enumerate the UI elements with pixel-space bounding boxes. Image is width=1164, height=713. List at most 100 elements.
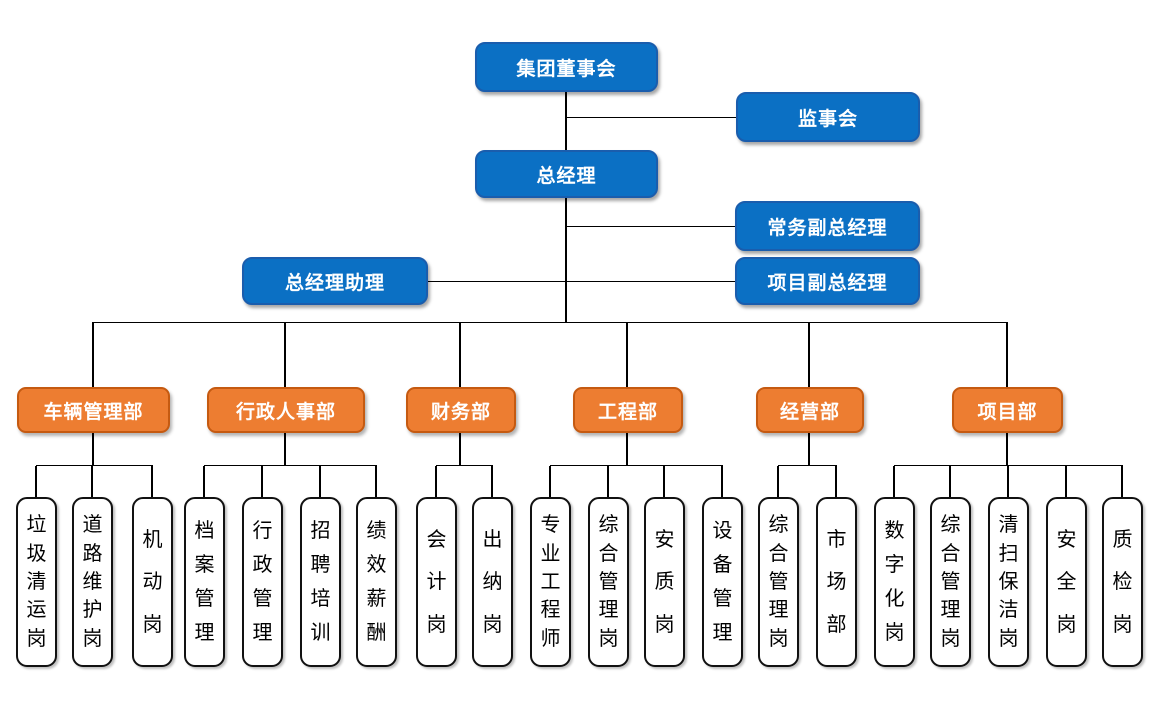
connector-line bbox=[204, 465, 377, 467]
pos-recruit-training-char: 培 bbox=[310, 588, 331, 610]
connector-line bbox=[375, 466, 377, 497]
board-of-directors: 集团董事会 bbox=[475, 42, 658, 92]
board-of-directors-label: 集团董事会 bbox=[516, 58, 617, 80]
connector-line bbox=[284, 322, 286, 387]
pos-digitalization: 数字化岗 bbox=[874, 497, 915, 667]
connector-line bbox=[459, 433, 461, 466]
pos-equipment-mgmt-char: 理 bbox=[712, 622, 733, 644]
connector-line bbox=[626, 322, 628, 387]
gm-assistant-label: 总经理助理 bbox=[284, 272, 385, 294]
pos-recruit-training: 招聘培训 bbox=[300, 497, 341, 667]
pos-archives-mgmt: 档案管理 bbox=[184, 497, 225, 667]
pos-archives-mgmt-char: 理 bbox=[194, 622, 215, 644]
pos-equipment-mgmt-char: 设 bbox=[712, 520, 733, 542]
pos-equipment-mgmt-char: 管 bbox=[712, 588, 733, 610]
pos-safety-quality-char: 安 bbox=[654, 528, 675, 551]
pos-garbage-collection-char: 清 bbox=[26, 570, 47, 593]
pos-ops-general-mgmt-char: 理 bbox=[768, 599, 789, 622]
pos-ops-general-mgmt: 综合管理岗 bbox=[758, 497, 799, 667]
pos-admin-mgmt-char: 管 bbox=[252, 588, 273, 610]
connector-line bbox=[151, 466, 153, 497]
pos-safety-quality: 安质岗 bbox=[644, 497, 685, 667]
pos-road-maintenance-char: 道 bbox=[82, 514, 103, 537]
connector-line bbox=[261, 466, 263, 497]
pos-proj-general-mgmt-char: 综 bbox=[940, 514, 961, 537]
connector-line bbox=[777, 466, 779, 497]
pos-proj-general-mgmt: 综合管理岗 bbox=[930, 497, 971, 667]
pos-proj-general-mgmt-char: 合 bbox=[940, 542, 961, 565]
pos-archives-mgmt-char: 档 bbox=[194, 520, 215, 542]
pos-cleaning-char: 洁 bbox=[998, 599, 1019, 622]
pos-eng-general-mgmt-char: 管 bbox=[598, 570, 619, 593]
connector-line bbox=[567, 226, 735, 228]
pos-mobile-char: 岗 bbox=[142, 613, 163, 636]
pos-admin-mgmt-char: 政 bbox=[252, 554, 273, 576]
connector-line bbox=[949, 466, 951, 497]
pos-safety-char: 安 bbox=[1056, 528, 1077, 551]
project-deputy-gm: 项目副总经理 bbox=[735, 257, 920, 305]
pos-eng-general-mgmt-char: 理 bbox=[598, 599, 619, 622]
pos-garbage-collection-char: 岗 bbox=[26, 627, 47, 650]
pos-mobile: 机动岗 bbox=[132, 497, 173, 667]
pos-safety-char: 岗 bbox=[1056, 613, 1077, 636]
pos-admin-mgmt-char: 理 bbox=[252, 622, 273, 644]
pos-mobile-char: 动 bbox=[142, 571, 163, 593]
connector-line bbox=[607, 466, 609, 497]
connector-line bbox=[319, 466, 321, 497]
pos-market-char: 部 bbox=[826, 613, 847, 636]
pos-professional-engineer: 专业工程师 bbox=[530, 497, 571, 667]
pos-professional-engineer-char: 业 bbox=[540, 542, 561, 565]
pos-performance-comp-char: 薪 bbox=[366, 588, 387, 610]
pos-eng-general-mgmt-char: 合 bbox=[598, 542, 619, 565]
pos-accounting-char: 计 bbox=[426, 571, 447, 593]
connector-line bbox=[1006, 433, 1008, 466]
pos-ops-general-mgmt-char: 综 bbox=[768, 514, 789, 537]
connector-line bbox=[459, 322, 461, 387]
connector-line bbox=[894, 465, 1123, 467]
connector-line bbox=[491, 466, 493, 497]
dept-finance: 财务部 bbox=[406, 387, 516, 433]
pos-accounting-char: 会 bbox=[426, 528, 447, 551]
pos-quality-inspection-char: 岗 bbox=[1112, 613, 1133, 636]
pos-digitalization-char: 岗 bbox=[884, 622, 905, 644]
pos-safety-quality-char: 岗 bbox=[654, 613, 675, 636]
pos-safety: 安全岗 bbox=[1046, 497, 1087, 667]
pos-admin-mgmt: 行政管理 bbox=[242, 497, 283, 667]
pos-digitalization-char: 字 bbox=[884, 554, 905, 576]
connector-line bbox=[35, 466, 37, 497]
pos-eng-general-mgmt-char: 综 bbox=[598, 514, 619, 537]
pos-recruit-training-char: 训 bbox=[310, 622, 331, 644]
pos-equipment-mgmt: 设备管理 bbox=[702, 497, 743, 667]
project-deputy-gm-label: 项目副总经理 bbox=[767, 272, 888, 294]
connector-line bbox=[808, 433, 810, 466]
executive-deputy-gm: 常务副总经理 bbox=[735, 201, 920, 251]
pos-road-maintenance-char: 岗 bbox=[82, 627, 103, 650]
pos-cleaning-char: 清 bbox=[998, 514, 1019, 537]
connector-line bbox=[203, 466, 205, 497]
pos-road-maintenance: 道路维护岗 bbox=[72, 497, 113, 667]
pos-proj-general-mgmt-char: 管 bbox=[940, 570, 961, 593]
pos-eng-general-mgmt-char: 岗 bbox=[598, 627, 619, 650]
pos-admin-mgmt-char: 行 bbox=[252, 520, 273, 542]
pos-road-maintenance-char: 护 bbox=[82, 599, 103, 622]
dept-admin-hr: 行政人事部 bbox=[207, 387, 365, 433]
pos-recruit-training-char: 聘 bbox=[310, 554, 331, 576]
pos-cleaning: 清扫保洁岗 bbox=[988, 497, 1029, 667]
dept-vehicle-mgmt-label: 车辆管理部 bbox=[43, 401, 144, 423]
dept-vehicle-mgmt: 车辆管理部 bbox=[17, 387, 170, 433]
connector-line bbox=[1006, 322, 1008, 387]
dept-operations-label: 经营部 bbox=[779, 401, 840, 423]
pos-archives-mgmt-char: 管 bbox=[194, 588, 215, 610]
dept-finance-label: 财务部 bbox=[430, 401, 491, 423]
supervisory-board-label: 监事会 bbox=[797, 108, 858, 130]
pos-performance-comp-char: 酬 bbox=[366, 622, 387, 644]
pos-cashier-char: 纳 bbox=[482, 571, 503, 593]
pos-quality-inspection: 质检岗 bbox=[1102, 497, 1143, 667]
pos-cashier-char: 岗 bbox=[482, 613, 503, 636]
pos-proj-general-mgmt-char: 理 bbox=[940, 599, 961, 622]
connector-line bbox=[1007, 466, 1009, 497]
pos-cleaning-char: 扫 bbox=[998, 542, 1019, 565]
pos-performance-comp-char: 效 bbox=[366, 554, 387, 576]
supervisory-board: 监事会 bbox=[736, 92, 920, 142]
